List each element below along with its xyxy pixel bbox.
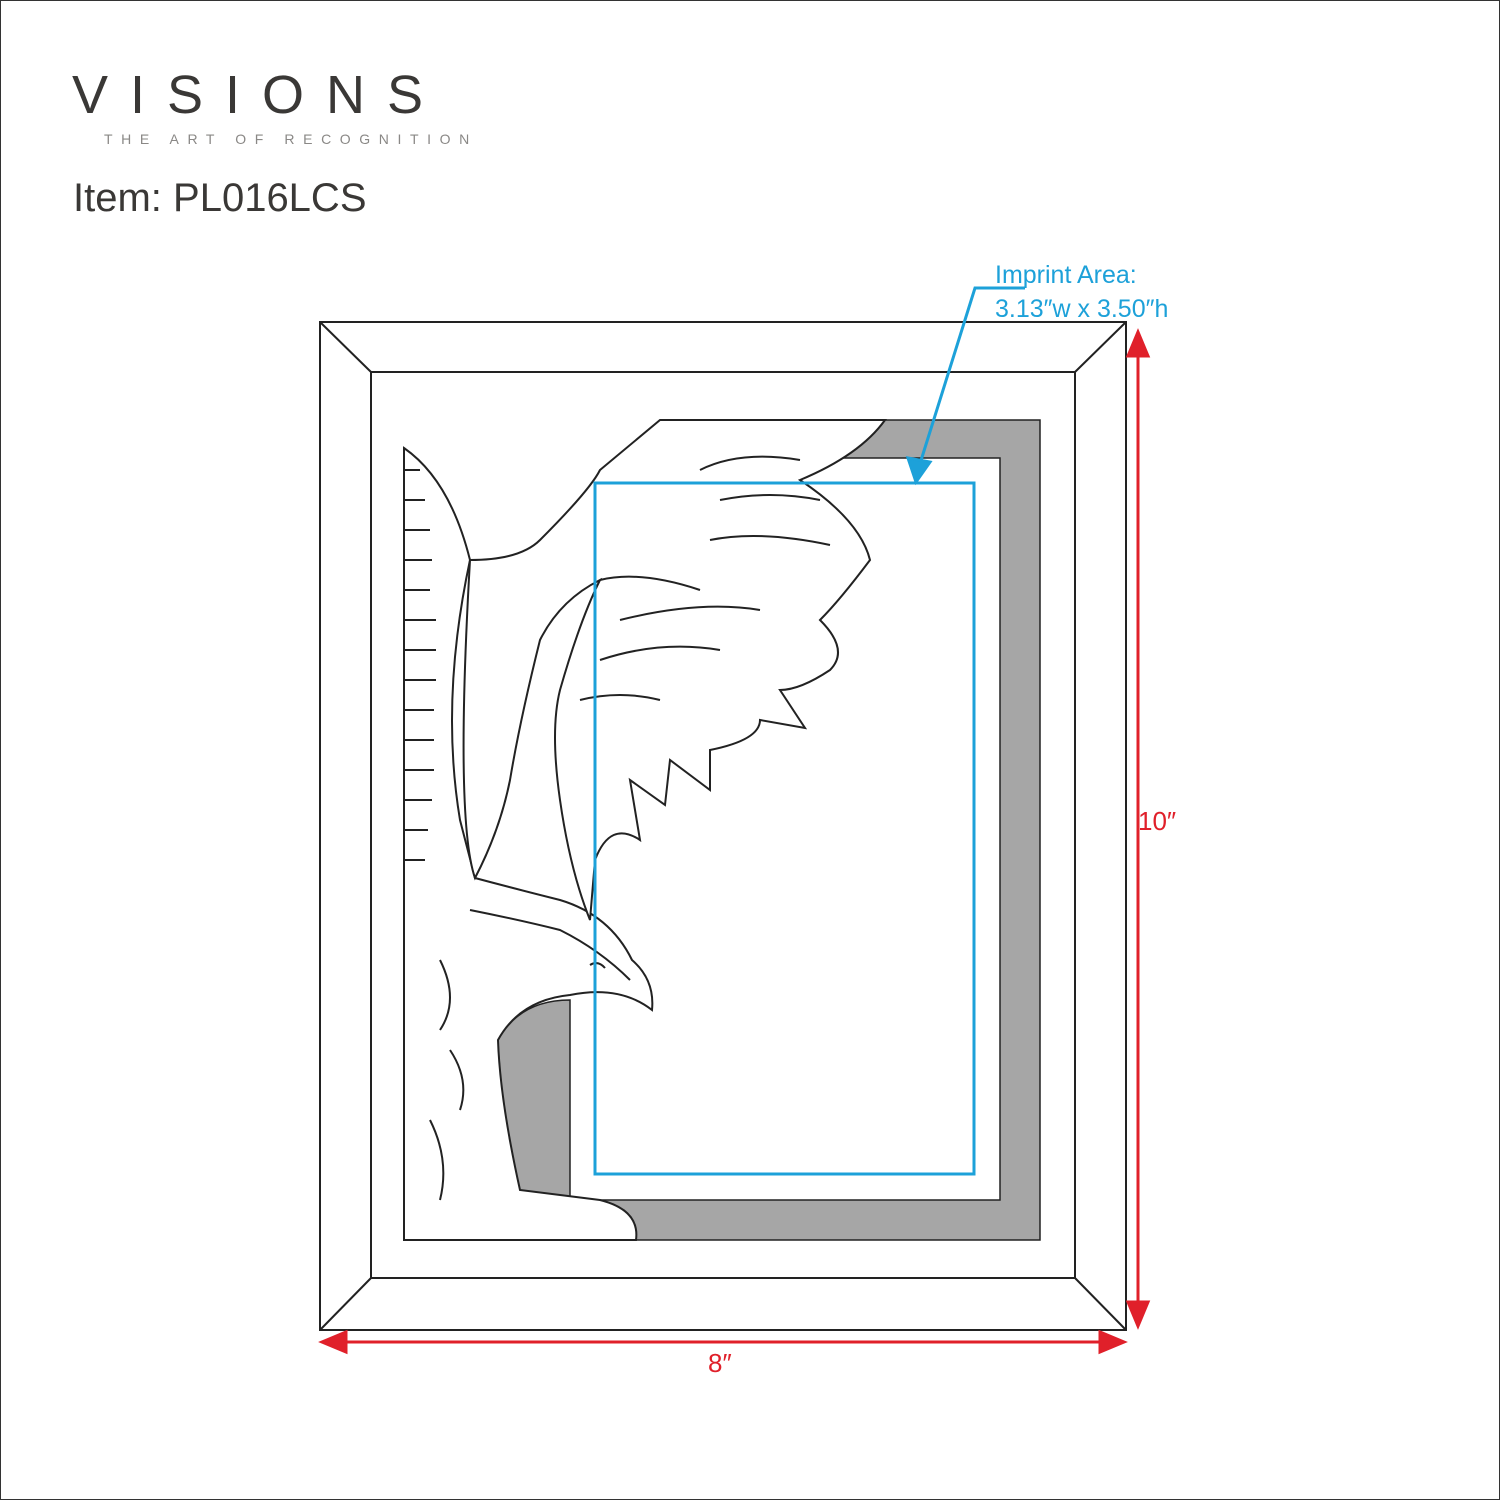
brand-tagline: THE ART OF RECOGNITION [104,131,478,147]
imprint-label: Imprint Area: 3.13″w x 3.50″h [995,258,1168,326]
height-dimension-arrow [1125,328,1151,1330]
eagle-illustration [403,419,887,1241]
brand-logo: VISIONS [72,65,446,125]
imprint-area-box [593,481,976,1176]
height-label: 10″ [1138,806,1177,836]
frame [319,321,1127,1331]
width-label: 8″ [708,1348,732,1378]
imprint-leader-line [916,286,1025,471]
item-number: Item: PL016LCS [73,176,367,220]
imprint-area [593,286,1025,1176]
imprint-arrowhead [905,456,933,486]
imprint-size: 3.13″w x 3.50″h [995,295,1169,323]
imprint-title: Imprint Area: [995,261,1137,289]
width-dimension-arrow [318,1329,1128,1355]
